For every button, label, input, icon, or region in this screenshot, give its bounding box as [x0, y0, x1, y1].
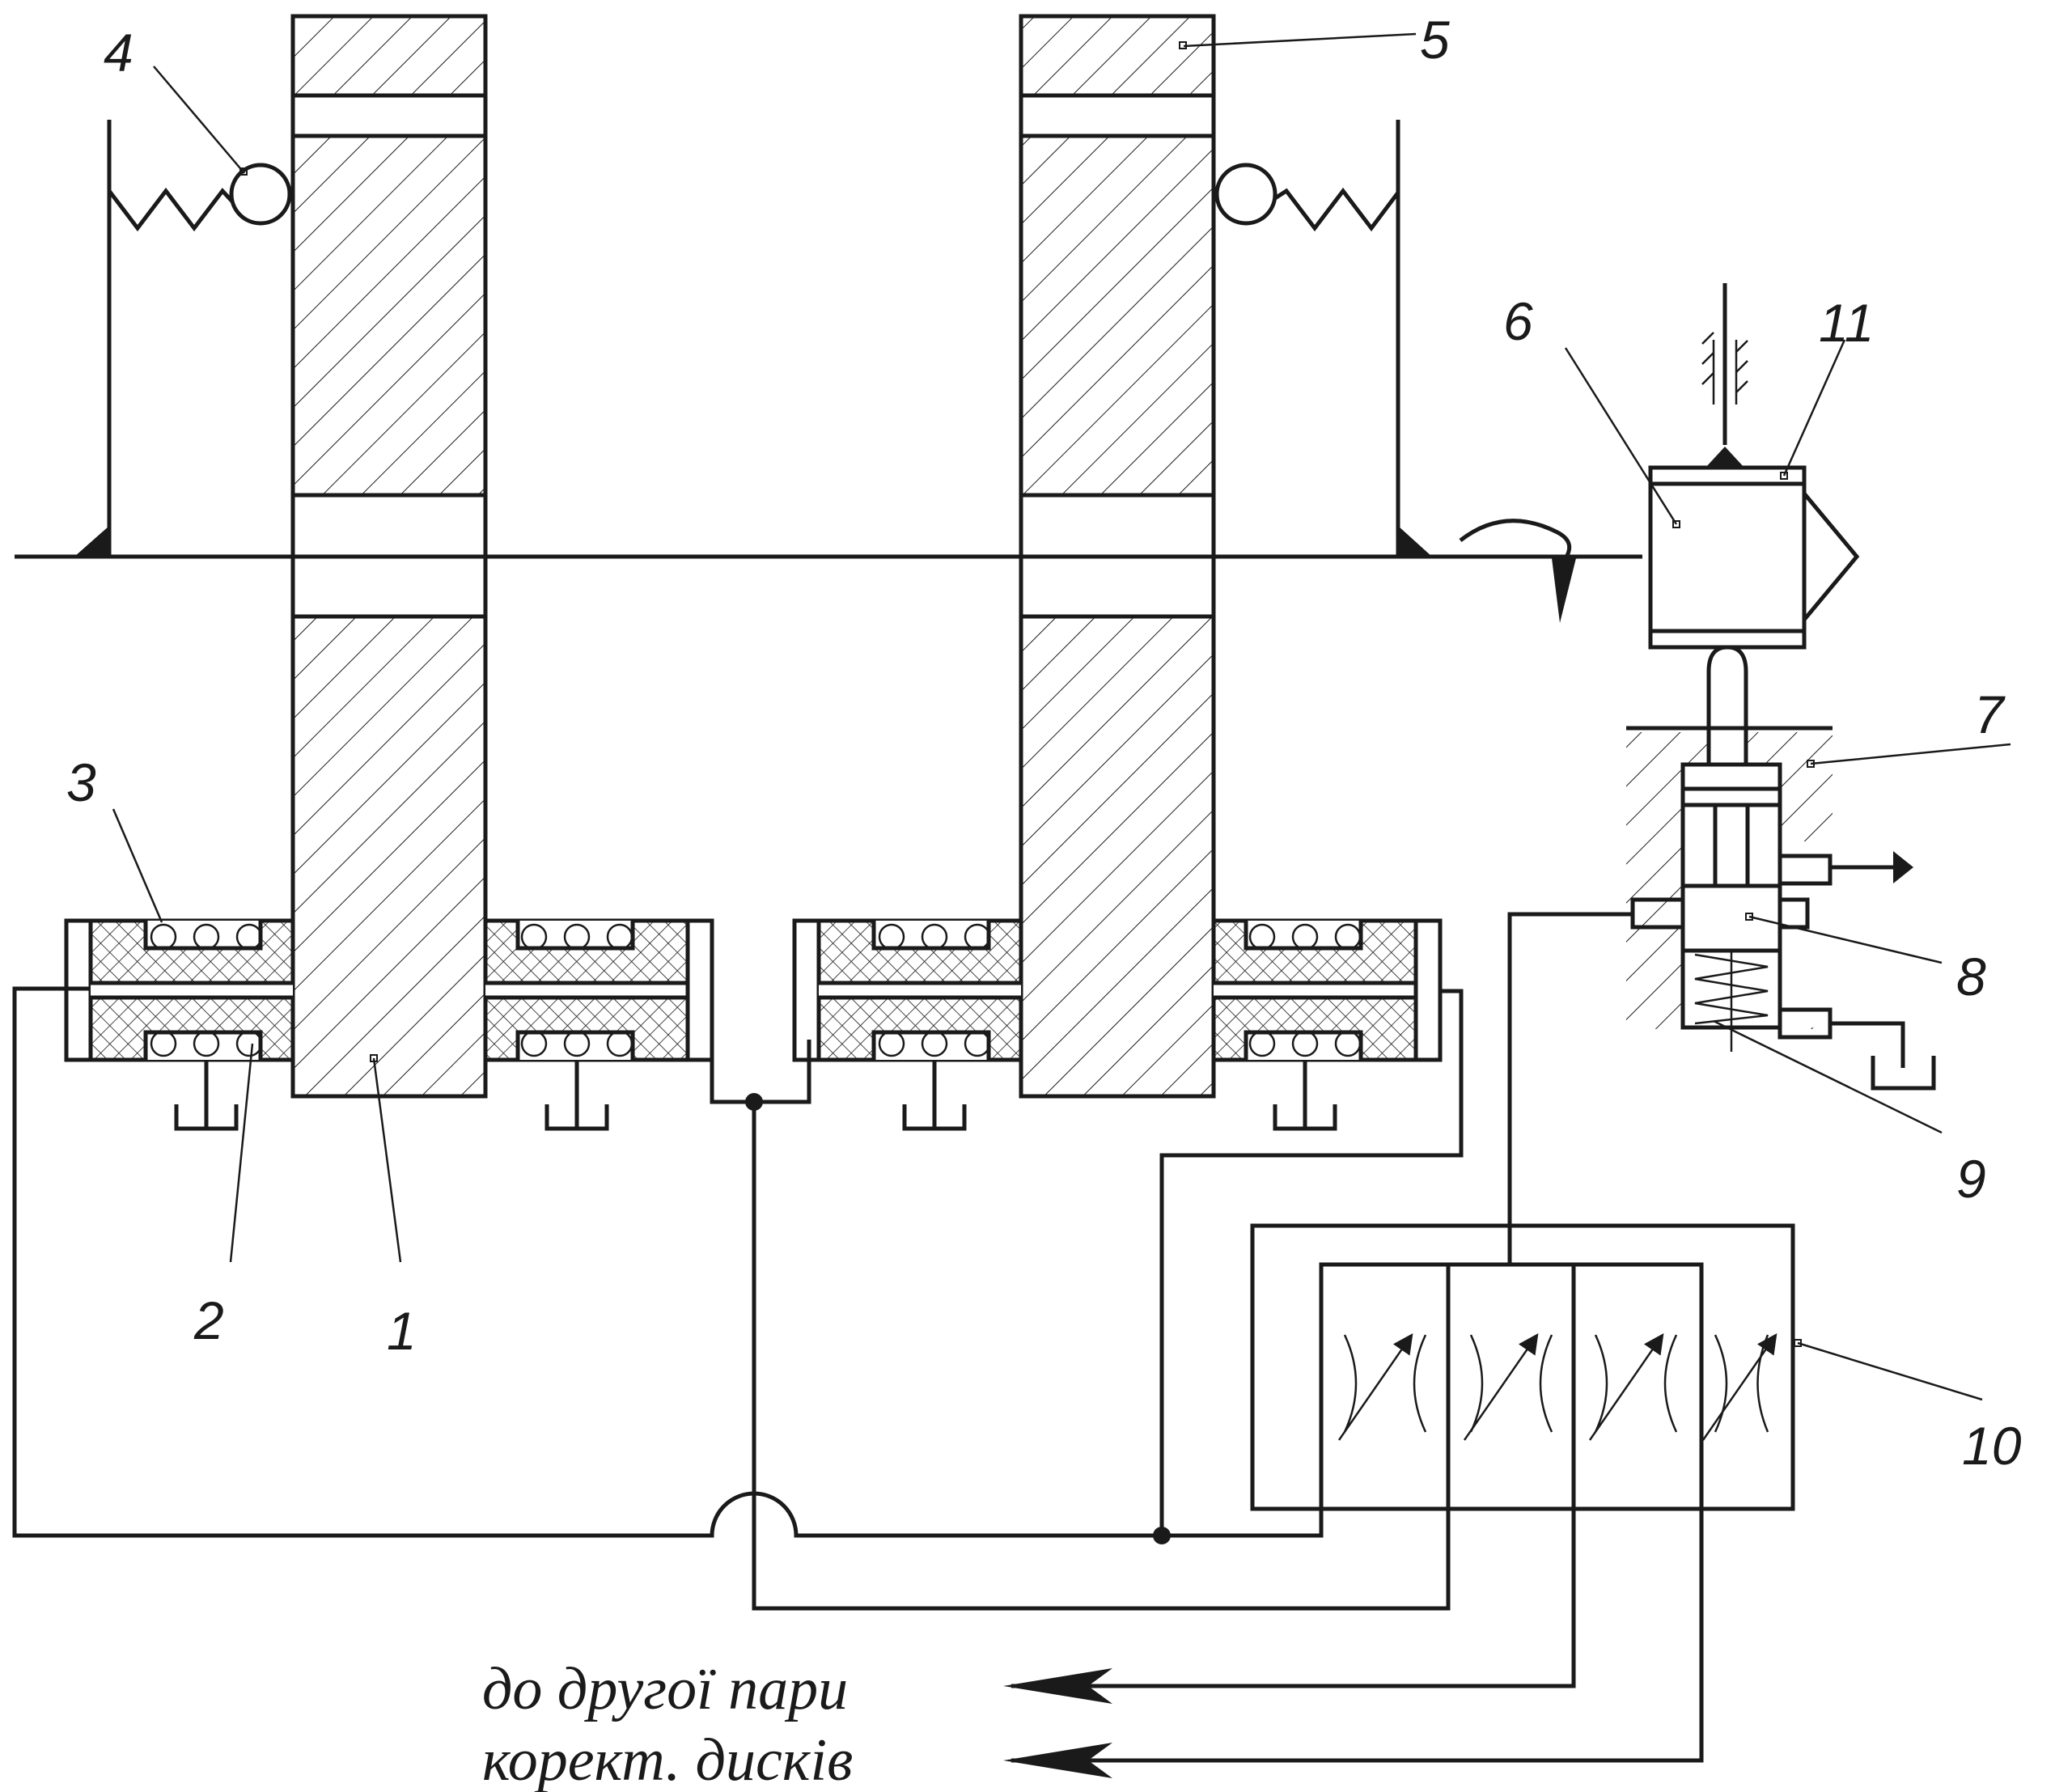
label-11: 11	[1819, 293, 1875, 353]
cylinder-a	[64, 918, 295, 1062]
left-support	[74, 120, 112, 557]
throttle-1	[1337, 1332, 1427, 1441]
spring-ball-right	[1214, 163, 1400, 232]
tank-symbols	[174, 1060, 1337, 1131]
throttle-4	[1701, 1332, 1777, 1441]
label-2: 2	[193, 1290, 224, 1350]
label-5: 5	[1420, 10, 1450, 70]
label-1: 1	[387, 1301, 417, 1361]
rotation-arrow	[1459, 519, 1576, 623]
leader-lines	[112, 32, 2011, 1401]
cylinder-c	[792, 918, 1023, 1062]
valve-7	[1626, 645, 1936, 1091]
label-9: 9	[1956, 1149, 1986, 1209]
cylinder-d	[1211, 918, 1443, 1062]
label-8: 8	[1956, 947, 1986, 1006]
throttle-2	[1463, 1332, 1553, 1441]
right-support	[1396, 120, 1432, 557]
label-10: 10	[1962, 1416, 2022, 1476]
caption-line-2: корект. дисків	[482, 1727, 853, 1792]
label-3: 3	[66, 752, 96, 812]
spring-ball-4	[108, 163, 292, 232]
pipe-lines	[12, 912, 1704, 1778]
cylinder-b	[483, 918, 714, 1062]
label-6: 6	[1503, 291, 1533, 351]
label-4: 4	[104, 23, 133, 83]
caption-line-1: до другої пари	[482, 1656, 848, 1722]
throttle-block-10	[1250, 1223, 1795, 1511]
throttle-3	[1588, 1332, 1678, 1441]
label-7: 7	[1974, 684, 2006, 744]
